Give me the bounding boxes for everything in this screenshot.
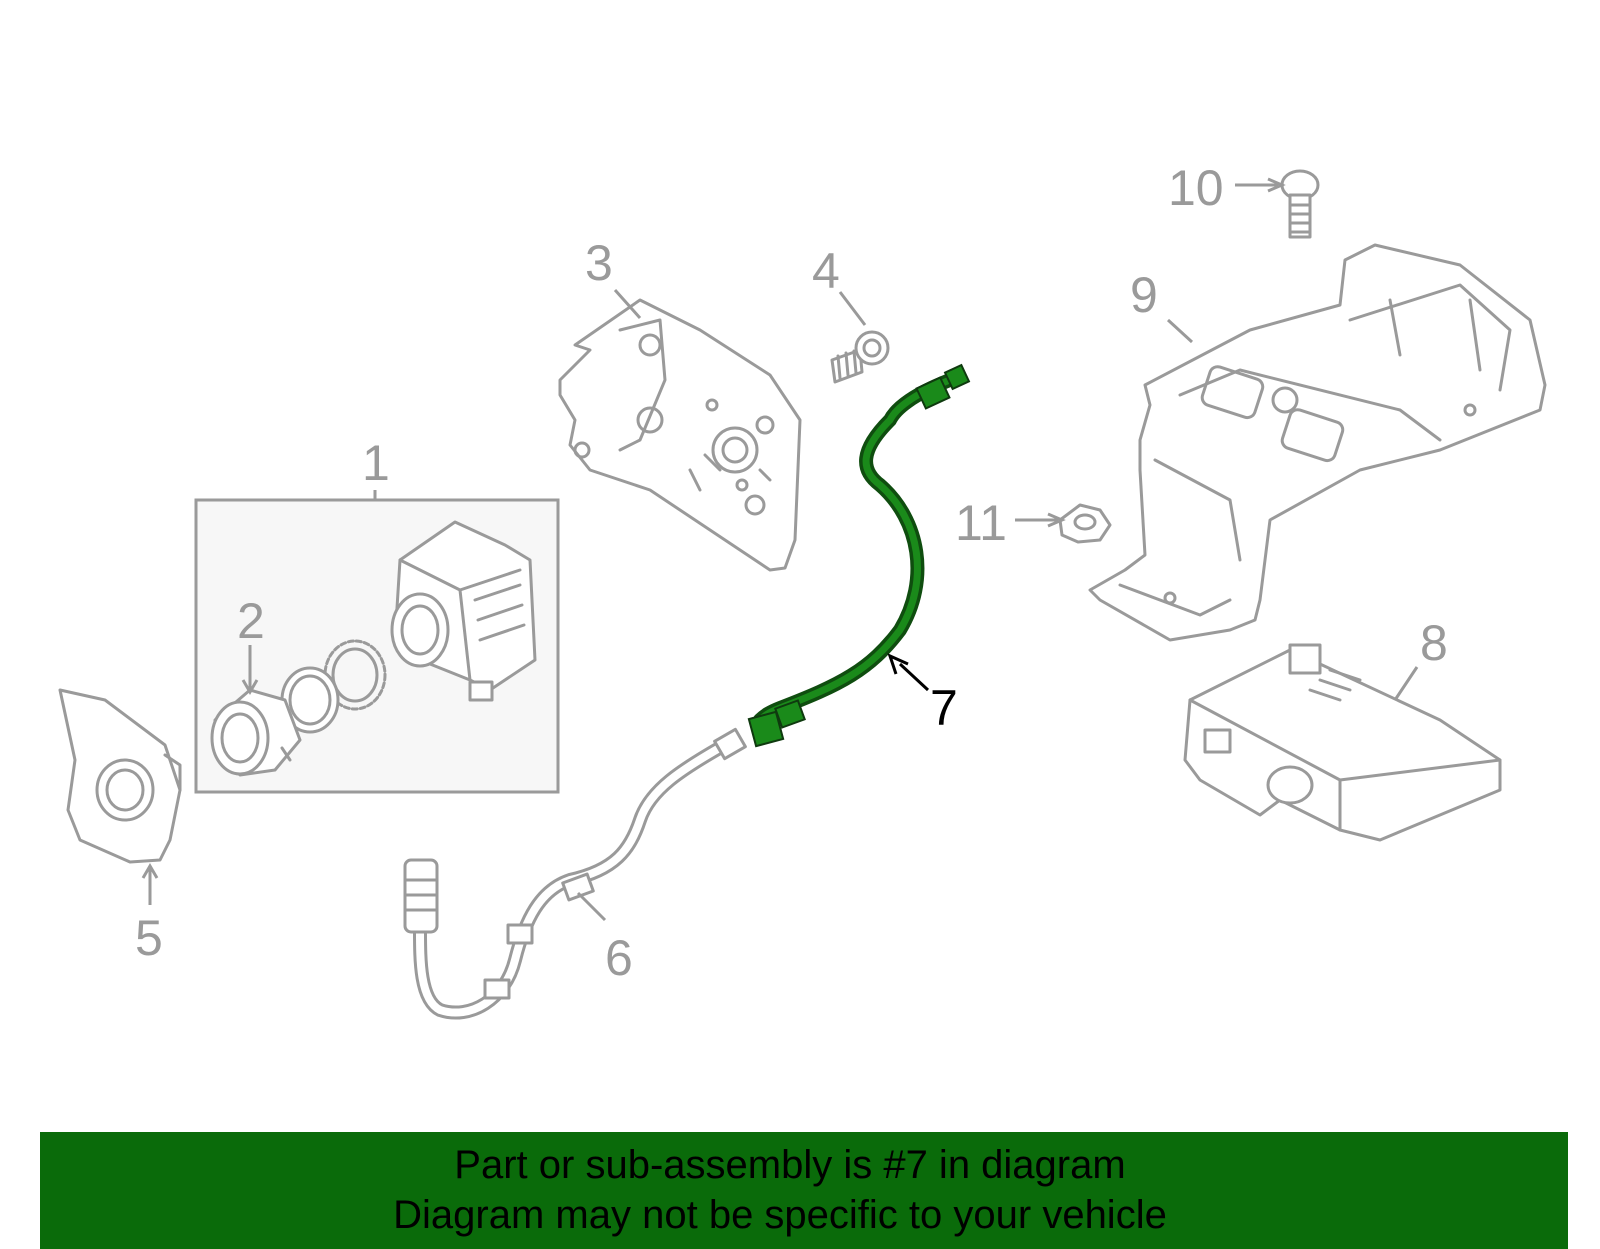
- callout-11: 11: [955, 495, 1007, 551]
- info-banner: Part or sub-assembly is #7 in diagram Di…: [40, 1132, 1568, 1249]
- part-2-lens-ring[interactable]: [210, 688, 302, 777]
- callout-1: 1: [362, 435, 390, 491]
- part-5-shield[interactable]: [58, 688, 182, 864]
- callout-6: 6: [605, 930, 633, 986]
- callout-10: 10: [1168, 160, 1224, 216]
- part-10-screw[interactable]: [1280, 169, 1320, 239]
- banner-line-part-info: Part or sub-assembly is #7 in diagram: [454, 1143, 1126, 1187]
- banner-line-disclaimer: Diagram may not be specific to your vehi…: [393, 1193, 1167, 1237]
- part-8-control-module[interactable]: [1183, 643, 1502, 842]
- part-9-tray[interactable]: [1088, 243, 1547, 642]
- callout-9: 9: [1130, 267, 1158, 323]
- part-3-bracket[interactable]: [558, 298, 802, 572]
- callout-4: 4: [812, 243, 840, 299]
- callout-3: 3: [585, 235, 613, 291]
- leader-lines: [141, 177, 1419, 922]
- part-7-cable-highlighted[interactable]: [747, 363, 971, 748]
- part-6-cable[interactable]: [403, 727, 747, 1020]
- part-11-nut[interactable]: [1058, 503, 1112, 544]
- part-4-bolt[interactable]: [830, 330, 890, 384]
- callout-8: 8: [1420, 615, 1448, 671]
- callout-5: 5: [135, 910, 163, 966]
- callout-7: 7: [930, 680, 958, 736]
- callout-2: 2: [237, 593, 265, 649]
